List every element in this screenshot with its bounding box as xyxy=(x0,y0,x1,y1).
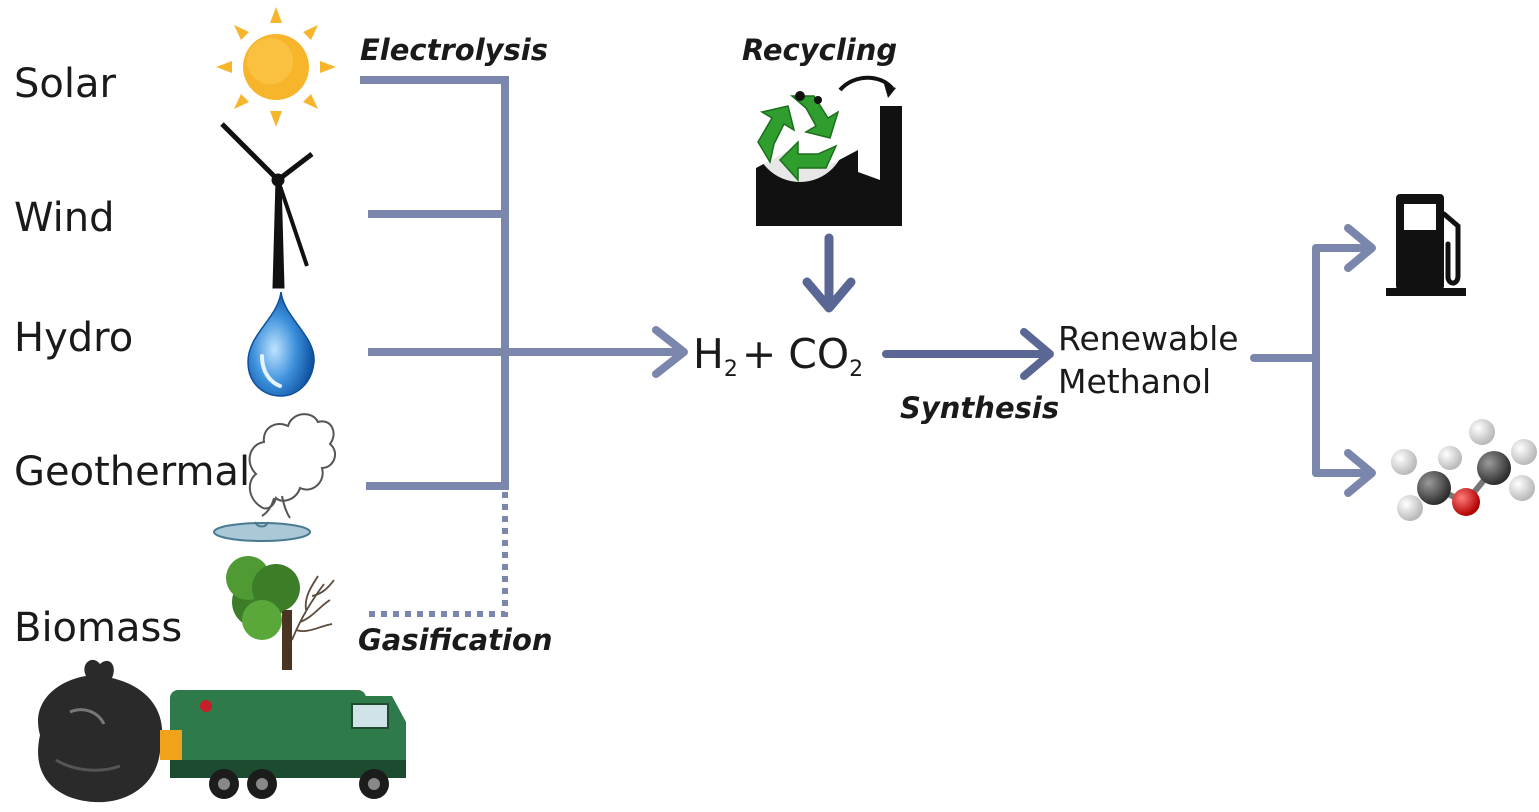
geyser-steam-icon xyxy=(213,413,337,542)
recycle-symbol-icon xyxy=(754,90,846,182)
garbage-truck-icon xyxy=(160,690,406,799)
carbon-dioxide-symbol: CO xyxy=(788,330,850,378)
hydrogen-symbol: H xyxy=(693,330,724,378)
sun-icon xyxy=(216,7,336,127)
process-label-recycling: Recycling xyxy=(742,33,898,67)
product-label-line2: Methanol xyxy=(1058,361,1212,401)
source-label-biomass: Biomass xyxy=(14,605,183,651)
recycling-factory-icon xyxy=(754,75,902,226)
product-label-line1: Renewable xyxy=(1058,319,1239,358)
hydrogen-subscript: 2 xyxy=(723,357,738,382)
carbon-dioxide-subscript: 2 xyxy=(849,357,864,382)
source-label-geothermal: Geothermal xyxy=(14,449,251,495)
product-label: Renewable Methanol xyxy=(1058,318,1239,404)
source-label-wind: Wind xyxy=(14,195,115,241)
gasification-dotted-line xyxy=(366,492,508,617)
wind-turbine-icon xyxy=(220,122,314,289)
reactants-label: H2+CO2 xyxy=(693,334,863,381)
process-label-synthesis: Synthesis xyxy=(900,391,1060,425)
process-label-electrolysis: Electrolysis xyxy=(360,33,549,67)
process-label-gasification: Gasification xyxy=(358,623,553,657)
dimethyl-ether-molecule-icon xyxy=(1391,419,1537,521)
synthesis-arrow xyxy=(882,328,1054,380)
collector-lines xyxy=(360,76,509,490)
source-label-solar: Solar xyxy=(14,61,116,107)
source-label-hydro: Hydro xyxy=(14,315,134,361)
recycling-arrow xyxy=(802,233,856,313)
water-drop-icon xyxy=(247,291,315,397)
garbage-bag-icon xyxy=(38,659,163,803)
plus-sign: + xyxy=(741,330,777,378)
arrow-to-reactants xyxy=(501,326,688,378)
tree-icon xyxy=(226,556,335,670)
fuel-pump-icon xyxy=(1386,194,1466,296)
tree-garbage-truck-icon xyxy=(38,556,406,803)
output-fork xyxy=(1250,224,1376,497)
